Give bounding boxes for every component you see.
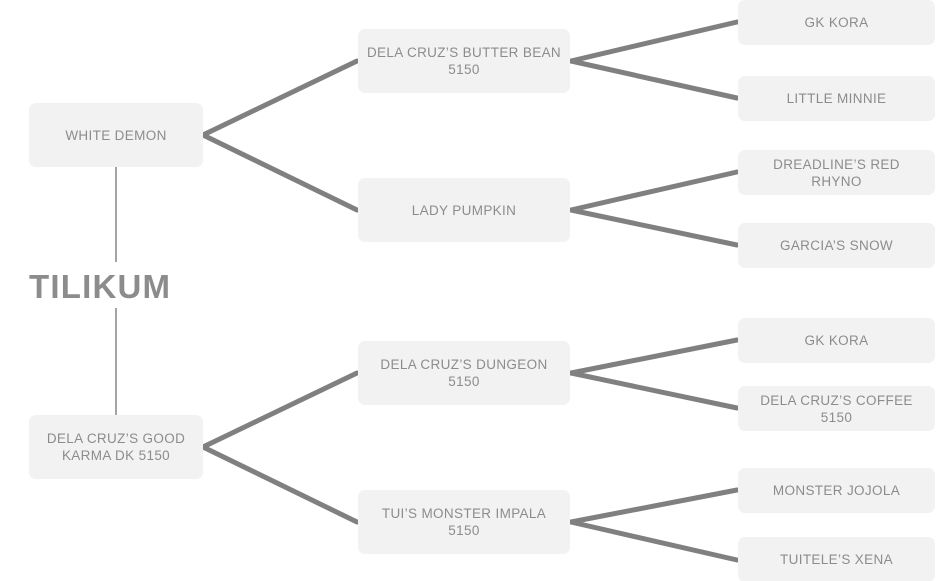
node-dam-sire[interactable]: DELA CRUZ’S DUNGEON 5150	[358, 341, 570, 405]
node-sire-sire[interactable]: DELA CRUZ’S BUTTER BEAN 5150	[358, 29, 570, 93]
root-title-label: TILIKUM	[29, 267, 172, 305]
edge-sire-to-sire-dam	[200, 132, 360, 213]
node-sire-dam-label: LADY PUMPKIN	[411, 202, 517, 218]
node-sd-d-label: GARCIA’S SNOW	[779, 238, 894, 253]
node-sd-d[interactable]: GARCIA’S SNOW	[738, 223, 935, 268]
edge-ds-to-ds-s	[568, 337, 740, 376]
node-dam-dam-label: TUI’S MONSTER IMPALA 5150	[381, 506, 547, 538]
node-dam-dam[interactable]: TUI’S MONSTER IMPALA 5150	[358, 490, 570, 554]
node-ds-s[interactable]: GK KORA	[738, 318, 935, 363]
node-sire-sire-label: DELA CRUZ’S BUTTER BEAN 5150	[366, 45, 562, 77]
node-dd-d[interactable]: TUITELE’S XENA	[738, 537, 935, 581]
node-sd-s-label: DREADLINE’S RED RHYNO	[773, 156, 900, 189]
edge-ss-to-ss-d	[568, 58, 740, 101]
edge-sd-to-sd-s	[568, 169, 740, 213]
node-sire[interactable]: WHITE DEMON	[29, 103, 203, 167]
node-ss-d-label: LITTLE MINNIE	[786, 91, 887, 106]
edge-ds-to-ds-d	[568, 370, 740, 411]
node-sire-label: WHITE DEMON	[65, 127, 167, 143]
edge-dam-to-dam-dam	[200, 444, 360, 525]
node-ss-s[interactable]: GK KORA	[738, 0, 935, 45]
edge-dam-to-dam-sire	[200, 370, 360, 450]
node-ss-d[interactable]: LITTLE MINNIE	[738, 76, 935, 121]
node-dam-sire-label: DELA CRUZ’S DUNGEON 5150	[380, 357, 548, 389]
node-ss-s-label: GK KORA	[804, 15, 869, 30]
node-dd-s[interactable]: MONSTER JOJOLA	[738, 468, 935, 513]
node-dam-label: DELA CRUZ’S GOOD KARMA DK 5150	[46, 431, 186, 463]
edge-sd-to-sd-d	[568, 207, 740, 248]
edge-dd-to-dd-s	[568, 487, 740, 525]
node-ds-d-label: DELA CRUZ’S COFFEE 5150	[760, 392, 913, 425]
node-sire-dam[interactable]: LADY PUMPKIN	[358, 178, 570, 242]
root-title: TILIKUM	[29, 265, 204, 307]
node-sd-s[interactable]: DREADLINE’S RED RHYNO	[738, 150, 935, 195]
node-ds-s-label: GK KORA	[804, 333, 869, 348]
edge-dd-to-dd-d	[568, 519, 740, 563]
node-dd-s-label: MONSTER JOJOLA	[772, 483, 901, 498]
node-dam[interactable]: DELA CRUZ’S GOOD KARMA DK 5150	[29, 415, 203, 479]
edge-sire-to-sire-sire	[200, 58, 360, 138]
node-dd-d-label: TUITELE’S XENA	[780, 552, 893, 567]
node-ds-d[interactable]: DELA CRUZ’S COFFEE 5150	[738, 386, 935, 431]
edge-ss-to-ss-s	[568, 19, 740, 64]
